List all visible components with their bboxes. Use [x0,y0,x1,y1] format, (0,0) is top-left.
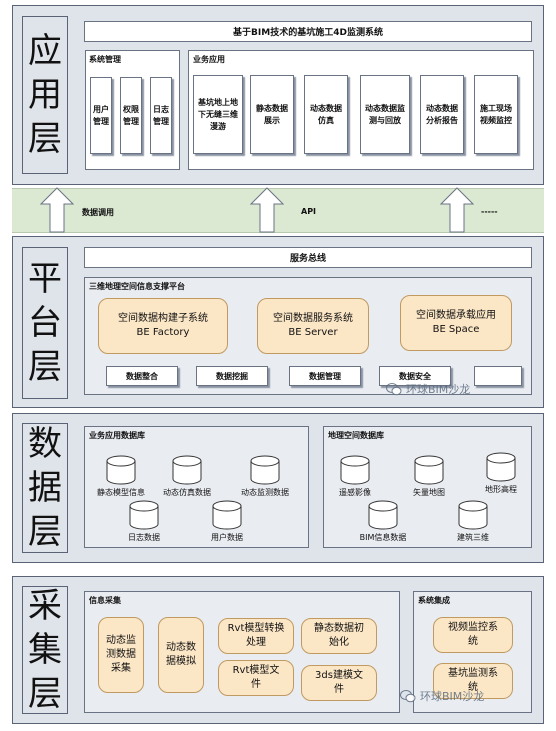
monitoring-collection-box[interactable]: 动态监测数据采集 [98,617,144,693]
api-label: API [301,207,317,216]
be-space-en: BE Space [432,324,480,335]
collection-layer-label: 采集层 [22,586,68,714]
remote-sensing-db[interactable]: 遥感影像 [320,455,390,498]
database-icon [414,455,444,485]
app-static-data-display-button[interactable]: 静态数据展示 [250,75,294,154]
app-monitoring-playback-button[interactable]: 动态数据监测与回放 [360,75,410,154]
app-dynamic-simulation-button[interactable]: 动态数据仿真 [304,75,348,154]
data-simulation-box[interactable]: 动态数据模拟 [158,617,204,693]
platform-layer-label: 平台层 [22,247,68,399]
data-security-button[interactable]: 数据安全 [379,366,451,386]
wechat-icon [386,382,402,395]
app-video-monitoring-button[interactable]: 施工现场视频监控 [474,75,518,154]
pit-monitoring-system-box[interactable]: 基坑监测系统 [433,663,513,699]
database-icon [172,455,202,485]
be-space-subsystem[interactable]: 空间数据承载应用 BE Space [400,295,512,351]
log-db[interactable]: 日志数据 [109,500,179,543]
rvt-conversion-box[interactable]: Rvt模型转换处理 [218,618,294,654]
database-icon [106,455,136,485]
be-space-name: 空间数据承载应用 [416,310,496,321]
business-db-panel [84,426,309,548]
be-factory-en: BE Factory [136,327,190,338]
database-icon [486,452,516,482]
info-collection-title: 信息采集 [89,596,121,605]
user-db[interactable]: 用户数据 [192,500,262,543]
db-label: 用户数据 [211,533,243,542]
database-icon [250,455,280,485]
data-integration-button[interactable]: 数据整合 [106,366,178,386]
db-label: 日志数据 [128,533,160,542]
data-mining-button[interactable]: 数据挖掘 [196,366,268,386]
video-monitoring-system-box[interactable]: 视频监控系统 [433,617,513,653]
be-factory-subsystem[interactable]: 空间数据构建子系统 BE Factory [98,298,228,354]
other-interface-label: ----- [481,207,498,216]
terrain-elevation-db[interactable]: 地形高程 [466,452,536,495]
db-label: 地形高程 [485,485,517,494]
static-model-db[interactable]: 静态模型信息 [86,455,156,498]
app-analysis-report-button[interactable]: 动态数据分析报告 [420,75,464,154]
database-icon [212,500,242,530]
spatial-platform-title: 三维地理空间信息支撑平台 [89,282,185,291]
geo-db-panel [323,426,532,548]
wechat-icon [400,689,416,702]
db-label: BIM信息数据 [359,533,407,542]
watermark: 环球BIM沙龙 [400,688,484,704]
arrow-up-icon [440,187,474,233]
data-management-button[interactable]: 数据管理 [289,366,361,386]
system-integration-title: 系统集成 [418,596,450,605]
user-management-button[interactable]: 用户管理 [90,77,112,154]
arrow-up-icon [40,187,74,233]
watermark: 环球BIM沙龙 [386,381,470,397]
arrow-up-icon [250,187,284,233]
db-label: 动态监测数据 [241,488,289,497]
rvt-file-box[interactable]: Rvt模型文件 [218,660,294,696]
bim-info-db[interactable]: BIM信息数据 [348,500,418,543]
dynamic-simulation-db[interactable]: 动态仿真数据 [152,455,222,498]
dynamic-monitoring-db[interactable]: 动态监测数据 [230,455,300,498]
database-icon [458,500,488,530]
data-call-label: 数据调用 [82,208,114,217]
static-init-box[interactable]: 静态数据初始化 [301,618,377,654]
app-3d-roaming-button[interactable]: 基坑地上地下无缝三维漫游 [193,75,243,154]
permission-management-button[interactable]: 权限管理 [120,77,142,154]
blank-tool-button[interactable] [474,366,522,386]
be-server-en: BE Server [288,327,338,338]
db-label: 矢量地图 [413,488,445,497]
database-icon [129,500,159,530]
system-title: 基于BIM技术的基坑施工4D监测系统 [84,21,532,42]
be-server-subsystem[interactable]: 空间数据服务系统 BE Server [257,298,369,354]
data-layer-label: 数据层 [22,423,68,553]
vector-map-db[interactable]: 矢量地图 [394,455,464,498]
business-apps-title: 业务应用 [193,55,225,64]
database-icon [340,455,370,485]
db-label: 静态模型信息 [97,488,145,497]
be-server-name: 空间数据服务系统 [273,313,353,324]
application-layer-label: 应用层 [22,16,68,174]
log-management-button[interactable]: 日志管理 [150,77,172,154]
system-management-title: 系统管理 [89,55,121,64]
db-label: 遥感影像 [339,488,371,497]
business-db-title: 业务应用数据库 [89,431,145,440]
service-bus: 服务总线 [84,247,532,268]
database-icon [368,500,398,530]
db-label: 动态仿真数据 [163,488,211,497]
geo-db-title: 地理空间数据库 [328,431,384,440]
be-factory-name: 空间数据构建子系统 [118,313,208,324]
db-label: 建筑三维 [457,533,489,542]
building-3d-db[interactable]: 建筑三维 [438,500,508,543]
3ds-file-box[interactable]: 3ds建模文件 [301,665,377,701]
